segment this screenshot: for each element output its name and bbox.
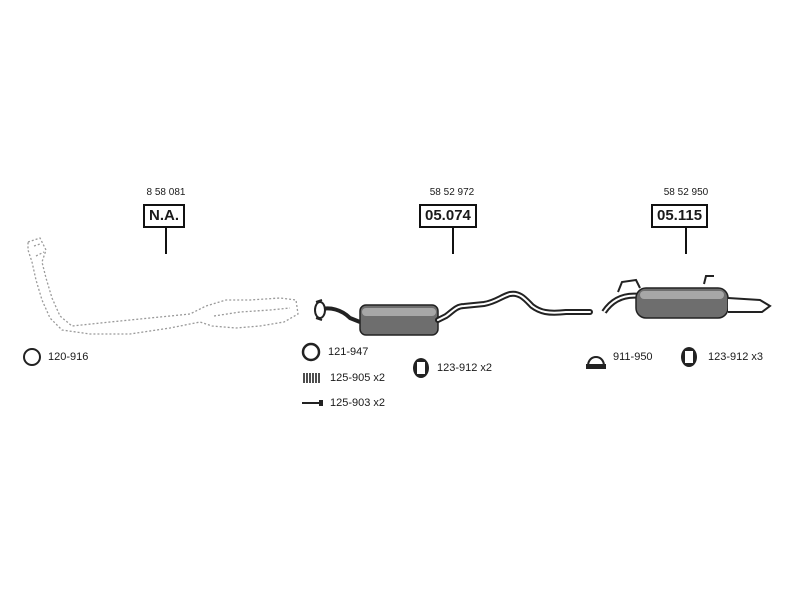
accessory-label: 121-947 (328, 346, 369, 358)
clamp-icon (586, 356, 606, 369)
rubber-hanger-icon (413, 358, 429, 378)
front-pipe-ghost (27, 237, 299, 335)
accessory-label: 123-912 x3 (708, 351, 764, 363)
callout-stem-rear (685, 228, 687, 254)
part-code-middle[interactable]: 05.074 (419, 204, 477, 228)
oe-number-front: 8 58 081 (146, 187, 186, 198)
bolt-icon (302, 400, 323, 406)
ring-icon (301, 342, 321, 362)
oe-number-middle: 58 52 972 (429, 187, 475, 198)
callout-stem-middle (452, 228, 454, 254)
part-code-rear[interactable]: 05.115 (651, 204, 709, 228)
spring-icon (303, 373, 320, 383)
accessory-label: 120-916 (48, 351, 89, 363)
ring-icon (23, 348, 41, 366)
accessory-label: 125-905 x2 (330, 372, 386, 384)
rear-muffler-assembly (601, 275, 772, 319)
rubber-hanger-icon (681, 347, 697, 367)
accessory-label: 123-912 x2 (437, 362, 493, 374)
accessory-label: 125-903 x2 (330, 397, 386, 409)
part-code-front[interactable]: N.A. (143, 204, 185, 228)
callout-stem-front (165, 228, 167, 254)
accessory-label: 911-950 (613, 351, 653, 363)
middle-pipe (314, 290, 593, 336)
oe-number-rear: 58 52 950 (663, 187, 709, 198)
